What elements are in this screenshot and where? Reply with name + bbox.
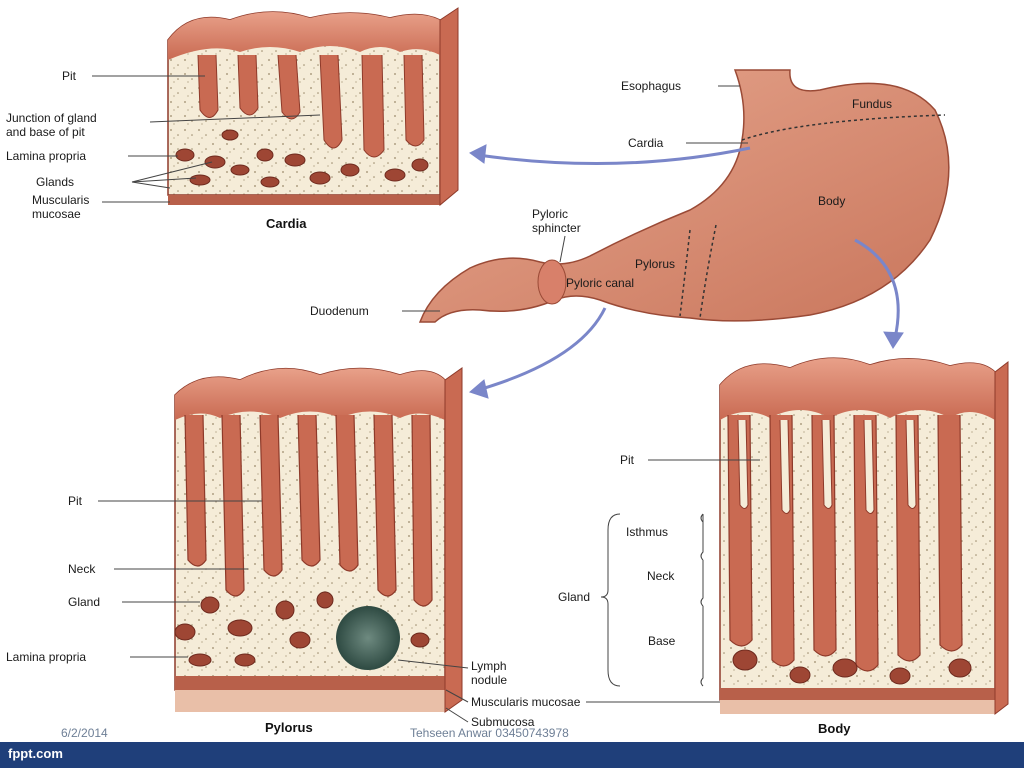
label-base: Base xyxy=(648,634,676,648)
label-duodenum: Duodenum xyxy=(310,304,369,318)
label-muscularis-mucosae: Muscularis mucosae xyxy=(471,695,581,709)
footer-bar xyxy=(0,742,1024,768)
label-body-gland: Gland xyxy=(558,590,590,604)
label-cardia-glands: Glands xyxy=(36,175,74,189)
label-cardia-junction-2: and base of pit xyxy=(6,125,85,139)
label-pylorus-neck: Neck xyxy=(68,562,96,576)
arrow-to-pylorus-icon xyxy=(469,379,489,399)
label-pylorus-pit: Pit xyxy=(68,494,83,508)
label-pyloric-sphincter-1: Pyloric xyxy=(532,207,568,221)
arrow-to-cardia-icon xyxy=(469,144,487,164)
gland-region-brace xyxy=(700,513,704,687)
caption-body: Body xyxy=(818,721,851,736)
label-cardia-junction-1: Junction of gland xyxy=(6,111,97,125)
label-submucosa: Submucosa xyxy=(471,715,535,729)
label-fundus: Fundus xyxy=(852,97,892,111)
label-pyloric-sphincter-2: sphincter xyxy=(532,221,581,235)
cardia-block xyxy=(167,7,459,207)
label-lymph-2: nodule xyxy=(471,673,507,687)
pylorus-labels: Pit Neck Gland Lamina propria Lymph nodu… xyxy=(6,494,728,735)
label-pylorus-gland: Gland xyxy=(68,595,100,609)
label-cardia-muscularis-1: Muscularis xyxy=(32,193,89,207)
footer-brand: fppt.com xyxy=(8,746,63,761)
label-body: Body xyxy=(818,194,845,208)
label-cardia-muscularis-2: mucosae xyxy=(32,207,81,221)
label-cardia-pit: Pit xyxy=(62,69,77,83)
label-cardia-lamina: Lamina propria xyxy=(6,149,86,163)
pylorus-block xyxy=(174,367,463,713)
stomach-labels: Esophagus Fundus Cardia Body Pyloric sph… xyxy=(310,79,892,318)
lymph-nodule xyxy=(336,606,400,670)
caption-cardia: Cardia xyxy=(266,216,307,231)
label-pylorus: Pylorus xyxy=(635,257,675,271)
label-lymph-1: Lymph xyxy=(471,659,507,673)
body-labels: Pit Isthmus Neck Gland Base Body xyxy=(558,453,851,736)
label-body-pit: Pit xyxy=(620,453,635,467)
caption-pylorus: Pylorus xyxy=(265,720,313,735)
label-isthmus: Isthmus xyxy=(626,525,668,539)
footer-author: Tehseen Anwar 03450743978 xyxy=(410,726,569,740)
label-body-neck: Neck xyxy=(647,569,675,583)
gland-brace xyxy=(600,513,621,687)
cardia-labels: Pit Junction of gland and base of pit La… xyxy=(6,69,321,231)
label-esophagus: Esophagus xyxy=(621,79,681,93)
body-block xyxy=(719,357,1009,716)
footer-date: 6/2/2014 xyxy=(61,726,108,740)
label-cardia: Cardia xyxy=(628,136,664,150)
arrow-to-body-icon xyxy=(883,331,904,349)
stomach-illustration xyxy=(418,69,950,323)
connector-arrows xyxy=(469,144,904,399)
label-pylorus-lamina: Lamina propria xyxy=(6,650,86,664)
label-pyloric-canal: Pyloric canal xyxy=(566,276,634,290)
